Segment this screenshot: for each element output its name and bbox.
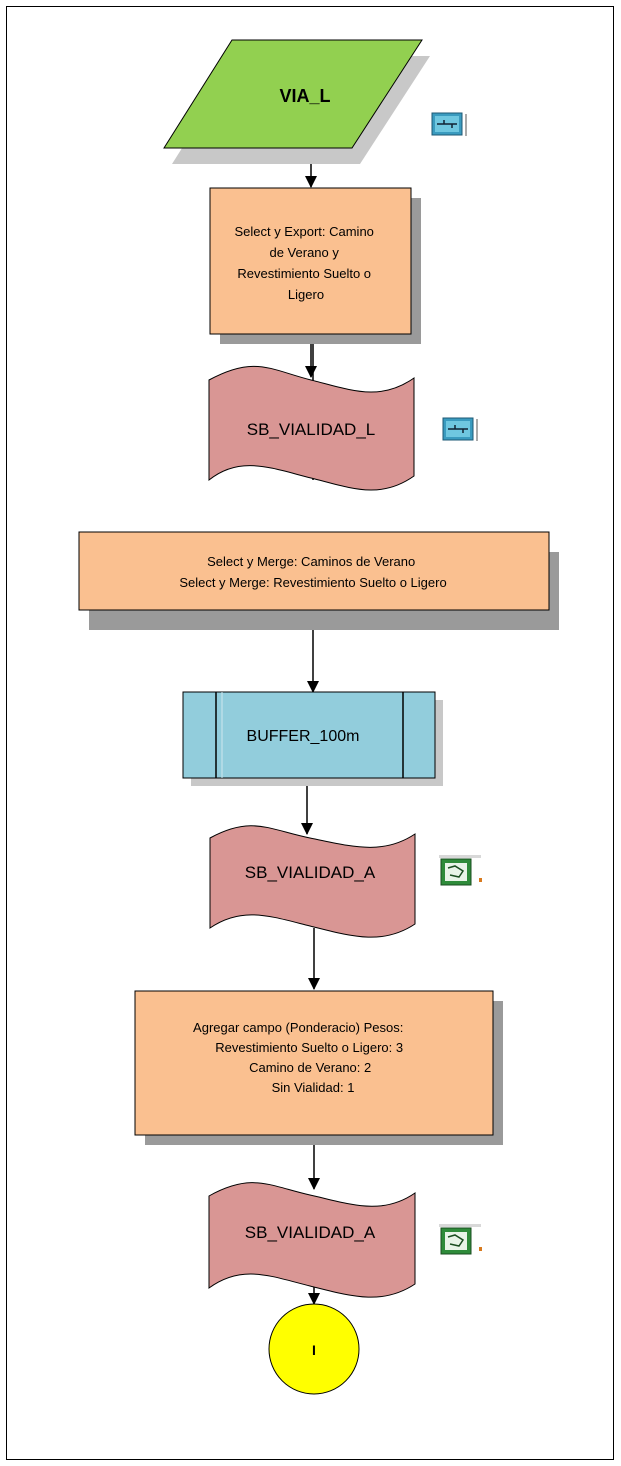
input-parallelogram: [163, 39, 423, 149]
step1-line-3: Revestimiento Suelto o: [237, 266, 371, 281]
poly-icon-top: [439, 1224, 481, 1227]
step3-rect: [134, 990, 494, 1136]
input-data-shape[interactable]: VIA_L: [163, 39, 430, 164]
poly-icon-dot: [479, 1247, 482, 1251]
data3-shape: [208, 1182, 416, 1298]
data1-label: SB_VIALIDAD_L: [247, 420, 376, 439]
polygon-layer-icon[interactable]: [439, 1224, 482, 1255]
line-layer-icon[interactable]: [442, 417, 478, 441]
connector-label: I: [312, 1342, 316, 1358]
poly-icon-shape: [447, 865, 465, 878]
step3-line-1: Agregar campo (Ponderacio) Pesos:: [193, 1020, 403, 1035]
step3-line-4: Sin Vialidad: 1: [272, 1080, 355, 1095]
step3-line-2: Revestimiento Suelto o Ligero: 3: [215, 1040, 403, 1055]
step2-line-1: Select y Merge: Caminos de Verano: [207, 554, 415, 569]
process-label: BUFFER_100m: [247, 728, 360, 745]
step1-line-4: Ligero: [288, 287, 324, 302]
buffer-process[interactable]: BUFFER_100m: [182, 691, 443, 786]
select-export-box[interactable]: Select y Export: Camino de Verano y Reve…: [209, 187, 421, 344]
sb-vialidad-l-document[interactable]: SB_VIALIDAD_L: [208, 365, 415, 491]
step2-rect: [78, 531, 550, 611]
step1-text: Select y Export: Camino de Verano y Reve…: [234, 224, 377, 302]
poly-icon-dot: [479, 878, 482, 882]
line-layer-icon[interactable]: [431, 112, 467, 136]
input-label: VIA_L: [279, 86, 330, 106]
off-page-connector[interactable]: I: [268, 1303, 360, 1395]
agregar-campo-box[interactable]: Agregar campo (Ponderacio) Pesos: Revest…: [134, 990, 503, 1145]
poly-icon-shape: [447, 1234, 465, 1247]
data3-label: SB_VIALIDAD_A: [245, 1223, 376, 1242]
process-rect: [182, 691, 436, 779]
diagram-frame: [6, 6, 614, 1460]
step1-line-1: Select y Export: Camino: [234, 224, 373, 239]
step3-line-3: Camino de Verano: 2: [249, 1060, 371, 1075]
poly-icon-top: [439, 855, 481, 858]
connector-circle: [268, 1303, 360, 1395]
data2-label: SB_VIALIDAD_A: [245, 863, 376, 882]
data2-shape: [209, 825, 416, 938]
sb-vialidad-a-document-2[interactable]: SB_VIALIDAD_A: [208, 1182, 416, 1298]
step1-rect: [209, 187, 412, 335]
polygon-layer-icon[interactable]: [439, 855, 482, 886]
poly-icon-inner: [445, 1232, 467, 1250]
select-merge-box[interactable]: Select y Merge: Caminos de Verano Select…: [78, 531, 559, 630]
step3-text: Agregar campo (Ponderacio) Pesos: Revest…: [193, 1020, 407, 1095]
step1-line-2: de Verano y: [269, 245, 339, 260]
step2-line-2: Select y Merge: Revestimiento Suelto o L…: [179, 575, 446, 590]
poly-icon-inner: [445, 863, 467, 881]
step2-text: Select y Merge: Caminos de Verano Select…: [179, 554, 446, 590]
data1-shape: [208, 365, 415, 491]
sb-vialidad-a-document-1[interactable]: SB_VIALIDAD_A: [209, 825, 416, 938]
